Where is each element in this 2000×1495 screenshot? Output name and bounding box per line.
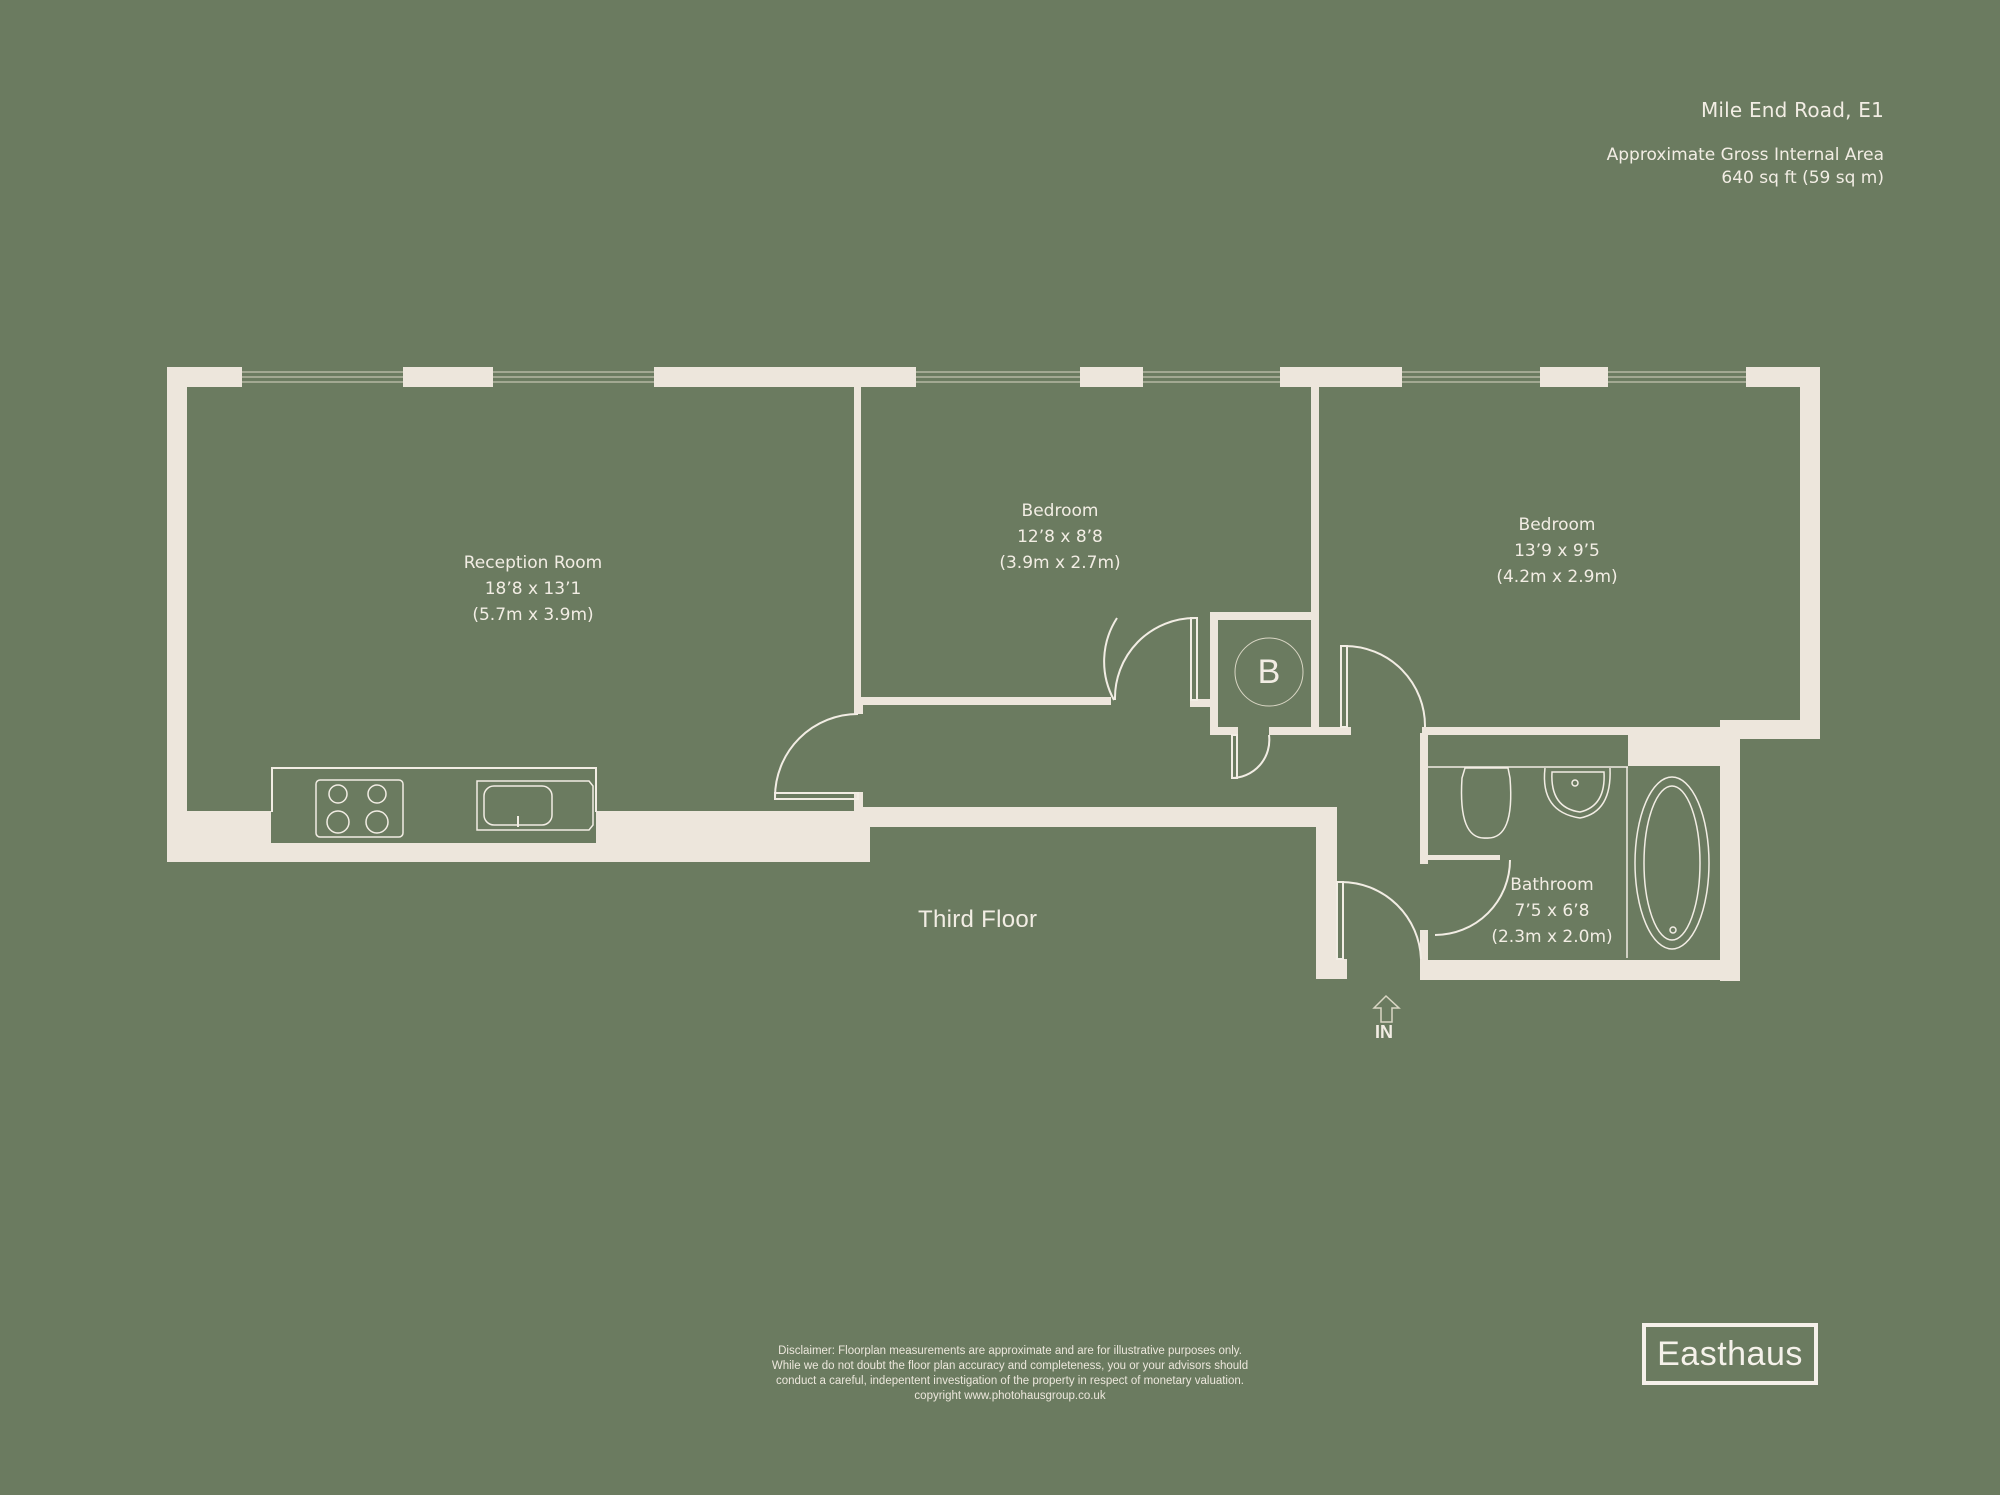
disclaimer: Disclaimer: Floorplan measurements are a… [700,1344,1320,1404]
bathtub-icon [1634,776,1710,950]
room-name: Reception Room [463,553,603,573]
kitchen-sink-icon [476,780,594,831]
room-name: Bathroom [1510,875,1594,895]
room-dimensions-imperial: 12’8 x 8’8 [1017,527,1103,547]
boiler [1234,637,1304,707]
property-info: Mile End Road, E1 Approximate Gross Inte… [1607,98,1884,190]
room-dimensions-metric: (3.9m x 2.7m) [999,553,1121,573]
room-dimensions-metric: (4.2m x 2.9m) [1496,567,1618,587]
gia-label: Approximate Gross Internal Area [1606,145,1884,165]
room-dimensions-metric: (5.7m x 3.9m) [472,605,594,625]
arrow-up-icon [1372,994,1401,1023]
bedroom2-door-swing [1344,645,1427,728]
room-name: Bedroom [1021,501,1099,521]
disclaimer-line: While we do not doubt the floor plan acc… [771,1360,1249,1372]
floor-label: Third Floor [918,906,1038,933]
bathroom-door-swing [1434,859,1511,936]
doors [774,617,1511,960]
entrance-label: IN [1375,1022,1393,1042]
kitchen [271,767,597,840]
room-bedroom-2: Bedroom 13’9 x 9’5 (4.2m x 2.9m) [1496,512,1617,590]
windows [242,371,1746,383]
cupboard-door-swing [1230,734,1271,780]
bedroom1-door-swing [1113,617,1196,701]
reception-door-swing [774,713,859,798]
bathroom-fittings [1428,766,1710,958]
room-dimensions-imperial: 13’9 x 9’5 [1514,541,1600,561]
property-address: Mile End Road, E1 [1700,98,1884,122]
room-name: Bedroom [1518,515,1596,535]
washbasin-icon [1543,767,1611,819]
brand-logo: Easthaus [1642,1323,1818,1385]
disclaimer-line: copyright www.photohausgroup.co.uk [914,1390,1106,1402]
room-bedroom-1: Bedroom 12’8 x 8’8 (3.9m x 2.7m) [999,498,1120,576]
room-dimensions-imperial: 18’8 x 13’1 [484,579,582,599]
boiler-label: B [1258,653,1281,691]
room-dimensions-imperial: 7’5 x 6’8 [1514,901,1590,921]
hob-icon [315,779,404,838]
entrance-door-swing [1340,881,1422,960]
disclaimer-line: Disclaimer: Floorplan measurements are a… [778,1345,1242,1357]
room-dimensions-metric: (2.3m x 2.0m) [1491,927,1613,947]
toilet-icon [1460,767,1512,839]
room-reception: Reception Room 18’8 x 13’1 (5.7m x 3.9m) [464,550,602,628]
gia-value: 640 sq ft (59 sq m) [1721,168,1884,188]
walls [167,367,1820,981]
room-bathroom: Bathroom 7’5 x 6’8 (2.3m x 2.0m) [1491,872,1612,950]
disclaimer-line: conduct a careful, indepentent investiga… [776,1375,1244,1387]
